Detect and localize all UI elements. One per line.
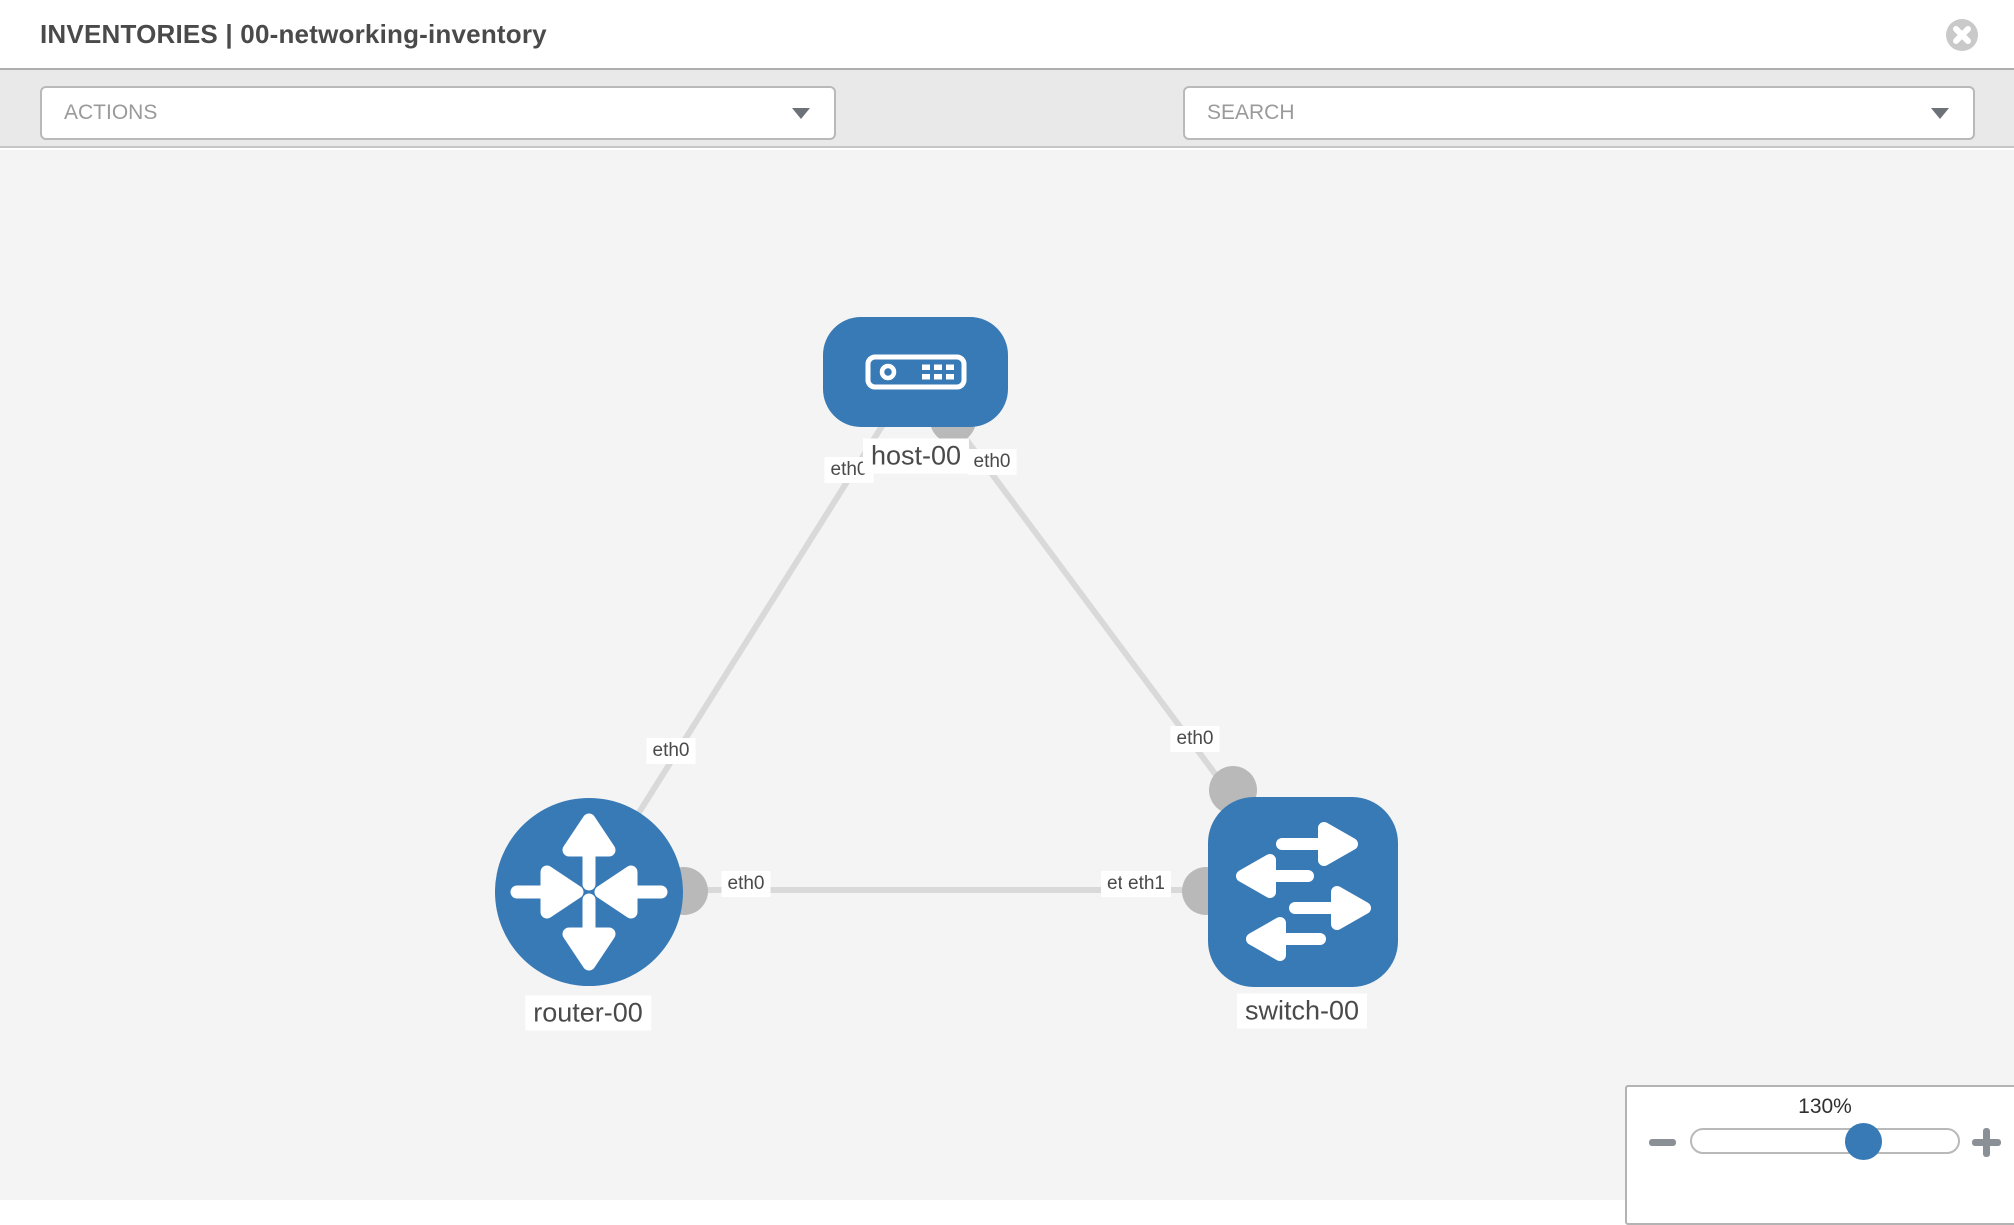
chevron-down-icon [792, 108, 810, 119]
topology-links-layer [586, 370, 1306, 915]
header: INVENTORIES | 00-networking-inventory [0, 0, 2014, 70]
node-switch-00[interactable] [1208, 797, 1398, 987]
zoom-slider[interactable] [1690, 1128, 1960, 1154]
host-icon [865, 354, 966, 390]
plus-bar [1983, 1128, 1990, 1157]
actions-dropdown[interactable]: ACTIONS [40, 86, 836, 140]
node-label-router-00: router-00 [525, 995, 651, 1031]
switch-icon [1236, 822, 1371, 961]
topology-canvas: host-00 eth0 eth0 eth0 eth0 eth0 eth0 et… [0, 150, 2014, 1200]
node-router-00[interactable] [495, 798, 683, 986]
interface-label-eth0: eth0 [1170, 726, 1220, 752]
interface-label-eth1: eth1 [1122, 871, 1171, 897]
interface-label-eth0: eth0 [721, 871, 771, 897]
interface-label-eth0: eth0 [646, 738, 696, 764]
close-button[interactable] [1945, 18, 1979, 52]
zoom-out-icon[interactable] [1649, 1139, 1676, 1146]
zoom-level-value: 130% [1798, 1095, 1852, 1118]
close-icon [1946, 19, 1978, 51]
zoom-in-icon[interactable] [1972, 1128, 2001, 1157]
search-dropdown-label: SEARCH [1207, 101, 1295, 124]
actions-dropdown-label: ACTIONS [64, 101, 158, 124]
router-icon [510, 813, 668, 971]
page-title: INVENTORIES | 00-networking-inventory [40, 19, 547, 49]
node-label-switch-00: switch-00 [1236, 993, 1368, 1029]
node-label-host-00: host-00 [862, 438, 970, 474]
node-host-00[interactable] [823, 317, 1008, 427]
toolbar: ACTIONS SEARCH [0, 70, 2014, 203]
chevron-down-icon [1931, 108, 1949, 119]
zoom-slider-thumb[interactable] [1845, 1123, 1882, 1160]
interface-label-eth0: eth0 [967, 449, 1017, 475]
zoom-control-panel: 130% [1625, 1085, 2014, 1225]
search-dropdown[interactable]: SEARCH [1183, 86, 1975, 140]
